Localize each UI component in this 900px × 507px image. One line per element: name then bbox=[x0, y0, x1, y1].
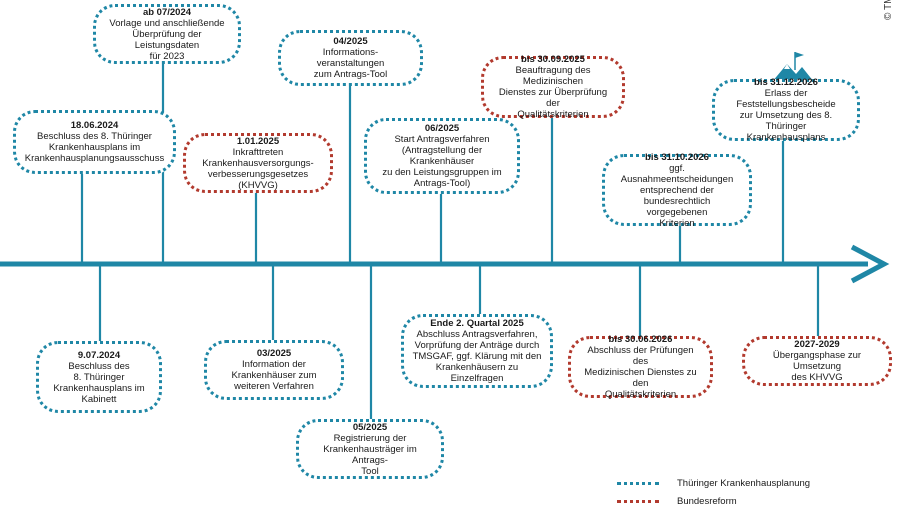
connector-lines bbox=[80, 64, 820, 419]
event-date: 9.07.2024 bbox=[77, 349, 121, 361]
event-date: 04/2025 bbox=[333, 36, 368, 47]
event-text: Vorlage und anschließende Überprüfung de… bbox=[109, 17, 225, 62]
event-text: Registrierung der Krankenhausträger im A… bbox=[323, 432, 417, 477]
event-box-06-2025: 06/2025 Start Antragsverfahren (Antragst… bbox=[364, 118, 520, 194]
event-text: Information der Krankenhäuser zum weiter… bbox=[231, 359, 317, 392]
event-box-bis-30-09-2025: bis 30.09.2025 Beauftragung des Medizini… bbox=[481, 54, 625, 120]
event-box-ende-2-quartal-2025: Ende 2. Quartal 2025 Abschluss Antragsve… bbox=[401, 314, 553, 388]
event-date: 03/2025 bbox=[256, 348, 292, 359]
event-box-2027-2029: 2027-2029 Übergangsphase zur Umsetzung d… bbox=[742, 336, 892, 386]
event-text: Beschluss des 8. Thüringer Krankenhauspl… bbox=[24, 131, 165, 164]
legend-swatch-red bbox=[617, 500, 659, 503]
event-box-ab-07-2024: ab 07/2024 Vorlage und anschließende Übe… bbox=[93, 4, 241, 64]
event-box-bis-30-06-2026: bis 30.06.2026 Abschluss der Prüfungen d… bbox=[568, 334, 713, 400]
event-date: bis 30.09.2025 bbox=[521, 54, 585, 65]
event-box-05-2025: 05/2025 Registrierung der Krankenhausträ… bbox=[296, 419, 444, 479]
event-text: Abschluss der Prüfungen des Medizinische… bbox=[584, 345, 697, 400]
event-text: ggf. Ausnahmeentscheidungen entsprechend… bbox=[620, 162, 734, 229]
copyright-label: © TMSGAF bbox=[883, 0, 894, 20]
event-date: 2027-2029 bbox=[794, 339, 840, 350]
event-date: ab 07/2024 bbox=[142, 6, 192, 18]
event-date: bis 31.12.2026 bbox=[754, 77, 818, 88]
legend-swatch-blue bbox=[617, 482, 659, 485]
event-date: Ende 2. Quartal 2025 bbox=[430, 318, 524, 329]
event-date: 05/2025 bbox=[352, 421, 388, 433]
event-date: 18.06.2024 bbox=[70, 120, 119, 131]
event-box-9-07-2024: 9.07.2024 Beschluss des 8. Thüringer Kra… bbox=[36, 341, 162, 413]
timeline-arrowhead bbox=[850, 244, 890, 284]
event-text: Inkrafttreten Krankenhausversorgungs- ve… bbox=[202, 146, 314, 191]
event-box-04-2025: 04/2025 Informations- veranstaltungen zu… bbox=[278, 30, 423, 86]
event-box-03-2025: 03/2025 Information der Krankenhäuser zu… bbox=[204, 340, 344, 400]
flag-mountain-icon bbox=[772, 52, 814, 82]
event-text: Start Antragsverfahren (Antragstellung d… bbox=[382, 134, 502, 189]
event-text: Informations- veranstaltungen zum Antrag… bbox=[313, 47, 388, 80]
event-text: Erlass der Feststellungsbescheide zur Um… bbox=[736, 88, 836, 143]
event-date: 1.01.2025 bbox=[236, 135, 280, 147]
event-text: Abschluss Antragsverfahren, Vorprüfung d… bbox=[412, 329, 542, 384]
event-box-1-01-2025: 1.01.2025 Inkrafttreten Krankenhausverso… bbox=[183, 133, 333, 193]
event-box-18-06-2024: 18.06.2024 Beschluss des 8. Thüringer Kr… bbox=[13, 110, 176, 174]
event-box-bis-31-12-2026: bis 31.12.2026 Erlass der Feststellungsb… bbox=[712, 77, 860, 143]
event-text: Übergangsphase zur Umsetzung des KHVVG bbox=[772, 350, 862, 383]
legend-label: Bundesreform bbox=[677, 496, 737, 507]
event-date: bis 30.06.2026 bbox=[608, 334, 673, 345]
legend-item-landesplanung: Thüringer Krankenhausplanung bbox=[617, 478, 810, 489]
legend-item-bundesreform: Bundesreform bbox=[617, 496, 737, 507]
event-text: Beauftragung des Medizinischen Dienstes … bbox=[498, 65, 608, 120]
event-date: 06/2025 bbox=[424, 123, 460, 134]
event-date: bis 31.10.2026 bbox=[645, 151, 709, 163]
event-text: Beschluss des 8. Thüringer Krankenhauspl… bbox=[53, 360, 145, 405]
legend-label: Thüringer Krankenhausplanung bbox=[677, 478, 811, 489]
event-box-bis-31-10-2026: bis 31.10.2026 ggf. Ausnahmeentscheidung… bbox=[602, 151, 752, 229]
